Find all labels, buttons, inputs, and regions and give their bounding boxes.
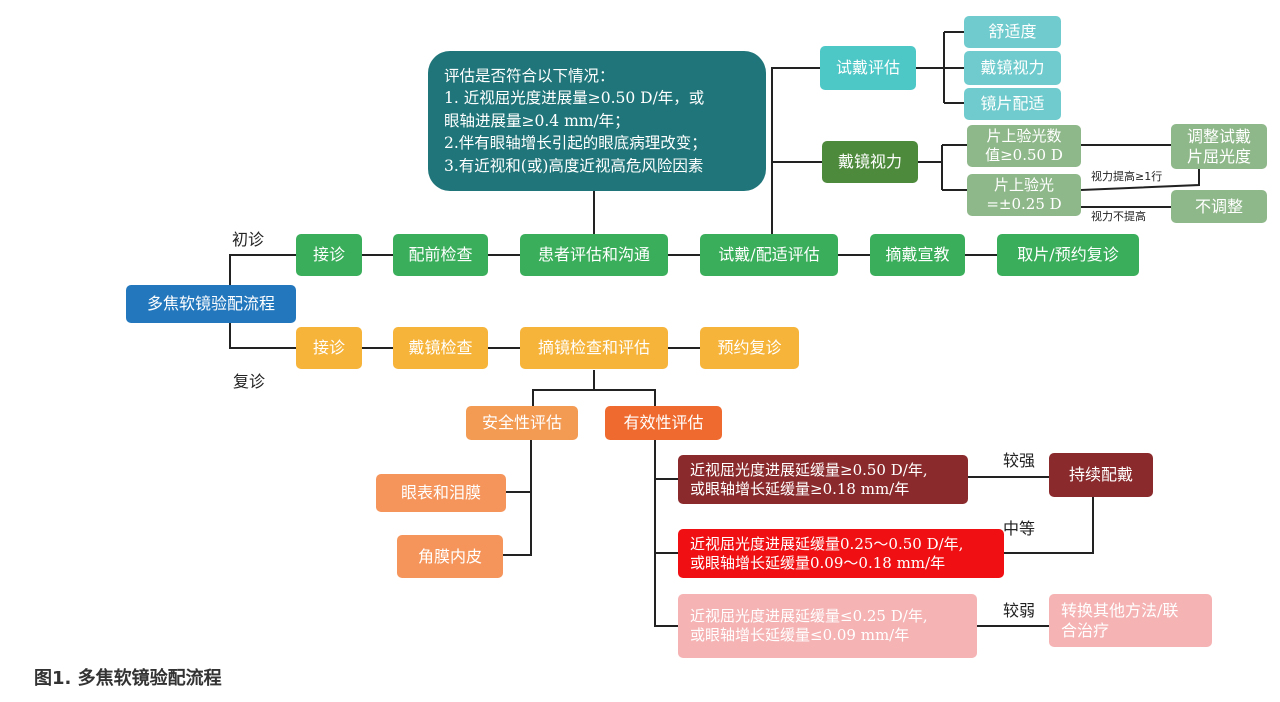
intake-node[interactable]: 接诊 <box>296 234 362 276</box>
switch-treatment-node[interactable]: 转换其他方法/联合治疗 <box>1049 594 1212 647</box>
continue-wearing-node[interactable]: 持续配戴 <box>1049 453 1153 497</box>
weaker-label: 较弱 <box>1003 601 1036 620</box>
criteria-line: 2.伴有眼轴增长引起的眼底病理改变； <box>444 134 707 153</box>
return-intake-node[interactable]: 接诊 <box>296 327 362 369</box>
pickup-followup-node[interactable]: 取片/预约复诊 <box>997 234 1139 276</box>
trial-evaluation-node[interactable]: 试戴评估 <box>820 46 916 90</box>
wearing-vision-node[interactable]: 戴镜视力 <box>822 141 918 183</box>
criteria-line: 1. 近视屈光度进展量≥0.50 D/年，或 <box>444 89 705 108</box>
figure-caption: 图1. 多焦软镜验配流程 <box>34 668 222 689</box>
lens-fit-node[interactable]: 镜片配适 <box>964 88 1061 120</box>
schedule-followup-node[interactable]: 预约复诊 <box>700 327 799 369</box>
safety-evaluation-node[interactable]: 安全性评估 <box>466 406 578 440</box>
return-visit-label: 复诊 <box>233 372 266 391</box>
effectiveness-evaluation-node[interactable]: 有效性评估 <box>605 406 722 440</box>
over-refraction-high-node[interactable]: 片上验光数值≥0.50 D <box>967 125 1081 167</box>
medium-effect-node[interactable]: 近视屈光度进展延缓量0.25～0.50 D/年,或眼轴增长延缓量0.09～0.1… <box>678 529 1004 578</box>
wearing-exam-node[interactable]: 戴镜检查 <box>393 327 488 369</box>
ocular-surface-node[interactable]: 眼表和泪膜 <box>376 474 506 512</box>
no-adjust-node[interactable]: 不调整 <box>1171 190 1267 223</box>
patient-assessment-node[interactable]: 患者评估和沟通 <box>520 234 668 276</box>
wear-education-node[interactable]: 摘戴宣教 <box>870 234 965 276</box>
removal-exam-node[interactable]: 摘镜检查和评估 <box>520 327 668 369</box>
wearing-vision-item-node[interactable]: 戴镜视力 <box>964 51 1061 85</box>
adjust-lens-node[interactable]: 调整试戴片屈光度 <box>1171 124 1267 169</box>
vision-no-improve-label: 视力不提高 <box>1091 210 1146 223</box>
first-visit-label: 初诊 <box>232 230 265 249</box>
assessment-criteria-box: 评估是否符合以下情况： 1. 近视屈光度进展量≥0.50 D/年，或 眼轴进展量… <box>428 51 766 191</box>
over-refraction-low-node[interactable]: 片上验光=±0.25 D <box>967 174 1081 216</box>
criteria-line: 评估是否符合以下情况： <box>444 66 615 85</box>
stronger-label: 较强 <box>1003 451 1036 470</box>
weak-effect-node[interactable]: 近视屈光度进展延缓量≤0.25 D/年,或眼轴增长延缓量≤0.09 mm/年 <box>678 594 977 658</box>
corneal-endothelium-node[interactable]: 角膜内皮 <box>397 535 503 578</box>
root-node[interactable]: 多焦软镜验配流程 <box>126 285 296 323</box>
vision-improve-label: 视力提高≥1行 <box>1091 170 1163 183</box>
criteria-line: 眼轴进展量≥0.4 mm/年； <box>444 111 630 130</box>
pre-fit-exam-node[interactable]: 配前检查 <box>393 234 488 276</box>
medium-label: 中等 <box>1003 519 1036 538</box>
comfort-node[interactable]: 舒适度 <box>964 16 1061 48</box>
trial-fit-node[interactable]: 试戴/配适评估 <box>700 234 838 276</box>
strong-effect-node[interactable]: 近视屈光度进展延缓量≥0.50 D/年,或眼轴增长延缓量≥0.18 mm/年 <box>678 455 968 504</box>
criteria-line: 3.有近视和(或)高度近视高危风险因素 <box>444 156 704 175</box>
